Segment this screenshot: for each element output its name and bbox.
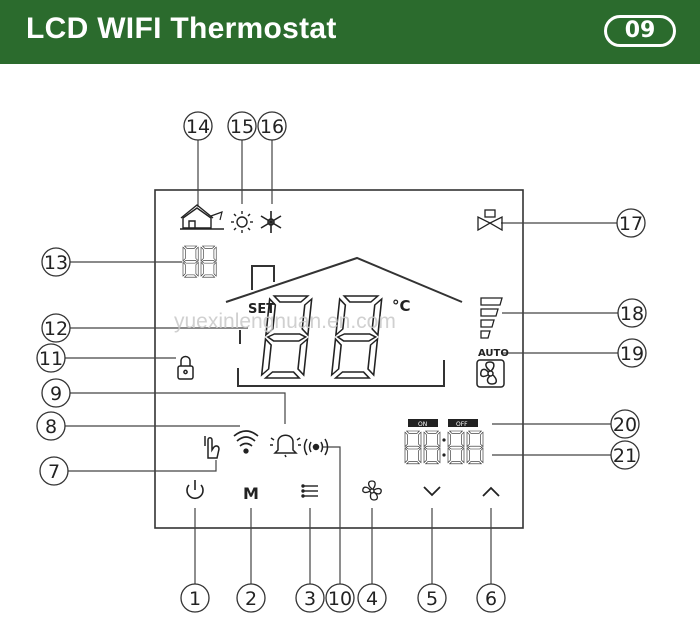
fan-button[interactable] [362, 480, 382, 501]
callout-8-number: 8 [45, 416, 57, 438]
auto-fan-icon [476, 359, 505, 388]
callout-12 [41, 313, 71, 343]
wifi-icon [233, 430, 259, 454]
callout-1 [180, 583, 210, 613]
alarm-bell-icon [270, 434, 301, 458]
callout-21-number: 21 [613, 445, 637, 467]
signal-broadcast-icon [303, 438, 329, 456]
watermark: yuexinlengnuan.en.com [174, 310, 396, 333]
callout-5 [417, 583, 447, 613]
up-button[interactable] [482, 486, 500, 497]
callout-7-number: 7 [48, 461, 60, 483]
lock-icon [177, 355, 194, 380]
celsius-unit-label: °C [392, 297, 411, 315]
clock-digits [404, 430, 484, 465]
callout-11 [36, 343, 66, 373]
callout-3 [295, 583, 325, 613]
snowflake-icon [260, 211, 282, 233]
callout-5-number: 5 [426, 588, 438, 610]
callout-17-number: 17 [619, 213, 643, 235]
callout-1-number: 1 [189, 588, 201, 610]
callout-18 [617, 298, 647, 328]
callout-16 [257, 111, 287, 141]
callout-16-number: 16 [260, 116, 284, 138]
callout-20-number: 20 [613, 414, 637, 436]
header-bar: LCD WIFI Thermostat 09 [0, 0, 700, 64]
callout-12-number: 12 [44, 318, 68, 340]
callout-6-number: 6 [485, 588, 497, 610]
callout-4 [357, 583, 387, 613]
callout-7 [39, 456, 69, 486]
callout-11-number: 11 [39, 348, 63, 370]
callout-14-number: 14 [186, 116, 210, 138]
callout-13 [41, 247, 71, 277]
callout-9 [41, 378, 71, 408]
off-label: OFF [456, 421, 468, 428]
auto-label: AUTO [478, 348, 509, 359]
callout-4-number: 4 [366, 588, 378, 610]
on-label: ON [418, 421, 427, 428]
callout-13-number: 13 [44, 252, 68, 274]
menu-button[interactable] [301, 484, 318, 498]
callout-leader-lines [65, 137, 618, 584]
on-off-labels: ON OFF [408, 419, 478, 428]
mode-button[interactable]: M [243, 484, 259, 503]
page-number-badge: 09 [604, 15, 676, 47]
thermostat-diagram: SET °C AUTO [36, 111, 647, 613]
valve-icon [477, 209, 503, 232]
callout-15-number: 15 [230, 116, 254, 138]
callout-10 [325, 583, 355, 613]
hand-touch-icon [204, 436, 220, 459]
power-button[interactable] [186, 480, 204, 500]
page-number: 09 [624, 18, 656, 43]
sun-icon [231, 211, 253, 233]
callout-2-number: 2 [245, 588, 257, 610]
callout-20 [610, 409, 640, 439]
callout-8 [36, 411, 66, 441]
callout-6 [476, 583, 506, 613]
callout-9-number: 9 [50, 383, 62, 405]
callout-10-number: 10 [328, 588, 352, 610]
callout-18-number: 18 [620, 303, 644, 325]
callout-21 [610, 440, 640, 470]
holiday-house-icon [180, 204, 224, 230]
callout-15 [227, 111, 257, 141]
callout-19 [617, 338, 647, 368]
callout-17 [616, 208, 646, 238]
callout-3-number: 3 [304, 588, 316, 610]
callout-2 [236, 583, 266, 613]
page-title: LCD WIFI Thermostat [26, 12, 337, 45]
callout-19-number: 19 [620, 343, 644, 365]
callout-14 [183, 111, 213, 141]
fan-speed-bars [480, 297, 503, 339]
house-outline [225, 256, 463, 387]
down-button[interactable] [423, 486, 441, 497]
